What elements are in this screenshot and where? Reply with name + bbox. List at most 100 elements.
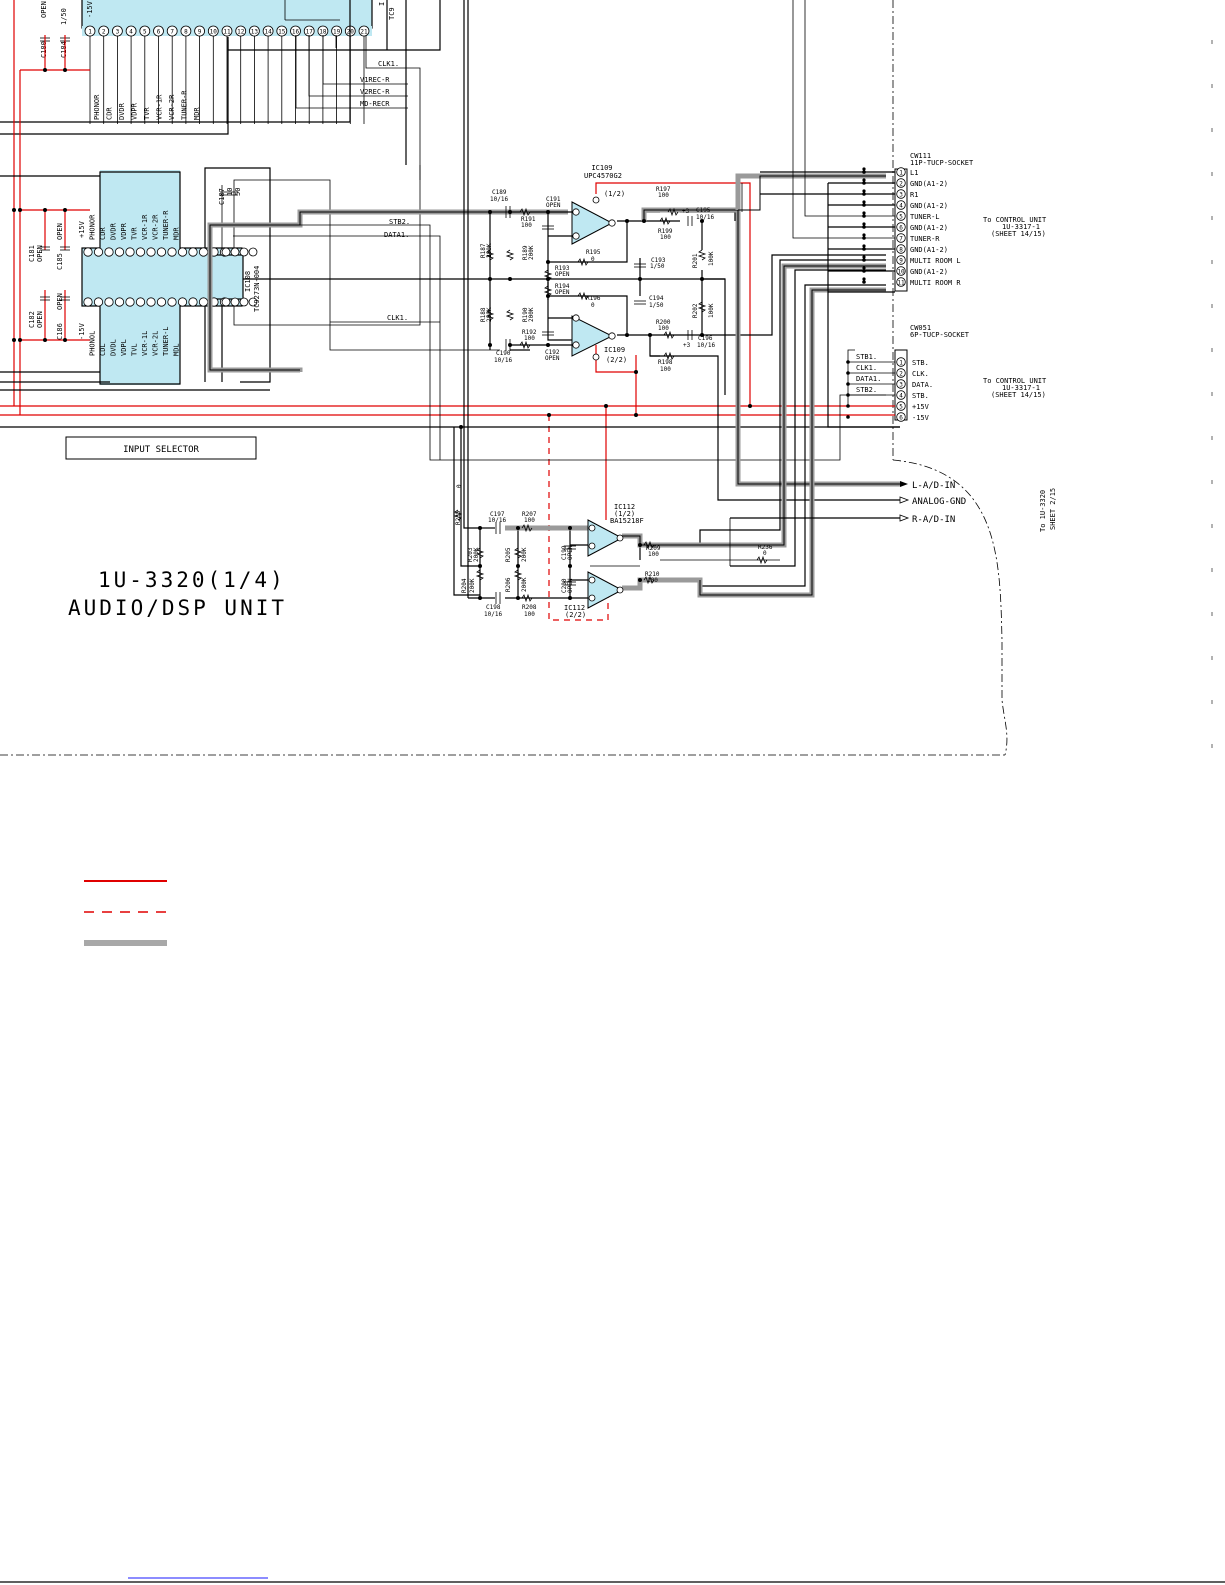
c186-value: OPEN <box>56 293 64 310</box>
r209-label: 100 <box>648 551 659 558</box>
r196-label: R196 <box>586 295 601 302</box>
ic108-top-pin <box>114 247 125 257</box>
adc-gnd-label: ANALOG-GND <box>912 497 966 507</box>
c198-label: 10/16 <box>484 611 502 618</box>
c185-label: C185 <box>56 253 64 270</box>
ic109-components <box>459 206 752 429</box>
ic108-top-pin <box>146 247 156 257</box>
r207-label: 100 <box>524 517 535 524</box>
cw111-pin <box>896 167 906 177</box>
cw111-test-point <box>862 244 866 248</box>
cw111-pin-number: 11 <box>897 280 905 287</box>
cw111-test-point <box>862 277 866 281</box>
ic107-pin-number: 19 <box>333 29 341 36</box>
c195-label: +3 <box>682 208 690 215</box>
r201-label: R201 <box>692 253 699 268</box>
r198-label: R198 <box>658 359 673 366</box>
c197-label: C197 <box>490 511 505 518</box>
ic108-bottom-pin <box>114 297 125 307</box>
cw111-pin-label: GND(A1-2) <box>910 246 948 254</box>
ic107-pin-number: 1 <box>88 29 92 36</box>
ic108-bottom-pin <box>135 297 146 307</box>
cw111-pin-label: L1 <box>910 169 918 177</box>
r198-label: 100 <box>660 366 671 373</box>
ic107-pin-number: 2 <box>102 29 106 36</box>
c191-label: C191 <box>546 196 561 203</box>
cw111-test-point <box>862 211 866 215</box>
r189-label: R189 <box>522 245 529 260</box>
ic108-top-pin <box>188 247 198 257</box>
cw111-pin-number: 8 <box>899 247 903 254</box>
ic108-bottom-input-label: CDL <box>99 343 107 356</box>
c193-label: C193 <box>651 257 666 264</box>
cw111-dest-3: (SHEET 14/15) <box>991 230 1046 238</box>
r200-label: 100 <box>658 325 669 332</box>
ic108-top-pins <box>83 247 258 257</box>
ic108-bottom-input-label: VCR-2L <box>152 331 160 356</box>
cw111-pin <box>896 277 906 287</box>
c192-label: C192 <box>545 349 560 356</box>
ic109a-opamp <box>571 201 614 245</box>
ic108-bottom-pin <box>156 297 167 307</box>
cw051-name: CW051 <box>910 324 931 332</box>
cw051-pin <box>896 401 906 411</box>
ic107-pin-number: 5 <box>143 29 147 36</box>
ic108-bottom-input-label: TVL <box>131 343 139 356</box>
ic108-top-input-label: TUNER-R <box>162 210 170 240</box>
c195-label: 10/16 <box>696 214 714 221</box>
ic108-top-input-label: VCR-2R <box>152 214 160 240</box>
ic112a-part: BA15218F <box>610 517 644 525</box>
ic109b-name: IC109 <box>604 346 625 354</box>
ic107-pin-number: 3 <box>116 29 120 36</box>
ic108-bottom-pin <box>167 297 177 307</box>
ic108-top-pin <box>135 247 146 257</box>
cw111-junction <box>862 280 866 284</box>
cw051-dest-1: To CONTROL UNIT <box>983 377 1047 385</box>
cw111-test-point <box>862 167 866 171</box>
unit-border <box>0 0 1213 760</box>
clk1-wire-label: CLK1. <box>856 364 877 372</box>
cw051-type: 6P-TUCP-SOCKET <box>910 331 970 339</box>
cw111-pin <box>896 222 906 232</box>
cw111-pin-label: GND(A1-2) <box>910 180 948 188</box>
ic108-bus <box>207 209 886 461</box>
input-selector-label: INPUT SELECTOR <box>123 445 199 455</box>
cw111-test-point <box>862 189 866 193</box>
cw111-destination: To CONTROL UNIT 1U-3317-1 (SHEET 14/15) <box>983 216 1047 238</box>
r200-label: R200 <box>656 319 671 326</box>
ic107-pin-number: 6 <box>157 29 161 36</box>
ic107-name-partial: I <box>378 2 386 6</box>
ic108-bottom-pin <box>83 297 93 307</box>
c196-label: +3 <box>683 342 691 349</box>
clk1-wire-label-top: CLK1. <box>378 60 399 68</box>
data1-wire-label: DATA1. <box>856 375 881 383</box>
cw051-pin-number: 3 <box>899 382 903 389</box>
ic108-bottom-pin <box>198 297 209 307</box>
r204-label: 200K <box>469 578 476 593</box>
cw111-pin <box>896 189 906 199</box>
cw051-dest-3: (SHEET 14/15) <box>991 391 1046 399</box>
ic107-pin-number: 10 <box>210 29 218 36</box>
cw111-name: CW111 <box>910 152 931 160</box>
cw051-pin <box>896 368 906 378</box>
ic107-input-label: VCR-2R <box>168 94 176 120</box>
adc-dest-1: To 1U-3320 <box>1039 490 1047 532</box>
ic107-pin-number: 12 <box>237 29 245 36</box>
adc-arrows <box>729 481 910 566</box>
cw111-pin <box>896 211 906 221</box>
ic108-side-caps <box>12 68 70 342</box>
cw111-test-point <box>862 178 866 182</box>
ic107-wires <box>0 0 441 180</box>
r197-label: R197 <box>656 186 671 193</box>
c182-label: C182 <box>28 311 36 328</box>
cw051-dest-2: 1U-3317-1 <box>1002 384 1040 392</box>
c189-label: 10/16 <box>490 196 508 203</box>
ic109a-half: (1/2) <box>604 190 625 198</box>
ic107-input-label: PHONOR <box>93 94 101 120</box>
c199-label: C199 <box>561 545 568 560</box>
r236-label: R236 <box>758 544 773 551</box>
